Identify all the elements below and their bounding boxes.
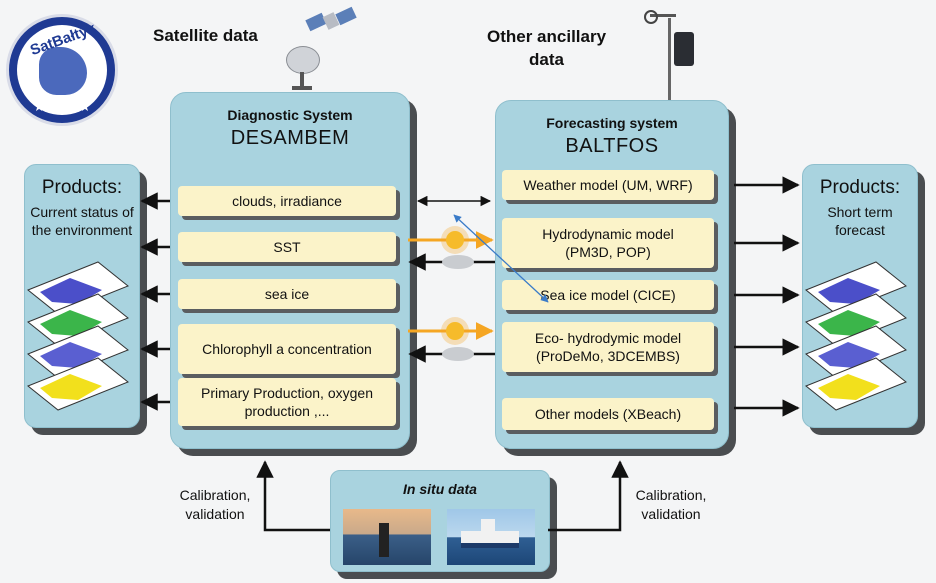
diagnostic-to-products-arrows: [140, 192, 170, 411]
diagnostic-system-title: Diagnostic System: [227, 107, 353, 123]
sun-icon: [441, 317, 469, 345]
logo-stars: ★ ★ ★ ★: [33, 99, 91, 114]
products-current-subtitle: Current status of the environment: [30, 204, 134, 239]
products-forecast-title: Products:: [819, 177, 901, 198]
in-situ-data-panel: In situ data: [330, 470, 550, 572]
satellite-data-label: Satellite data: [153, 26, 258, 45]
products-forecast-subtitle: Short term forecast: [827, 204, 893, 239]
satellite-dish-icon: [284, 46, 324, 92]
research-vessel-photo: [447, 509, 535, 565]
diagnostic-system-name: DESAMBEM: [230, 127, 350, 149]
calibration-validation-left: Calibration, validation: [179, 487, 251, 522]
in-situ-data-title: In situ data: [403, 481, 477, 497]
weather-station-icon: [632, 10, 702, 100]
forecasting-to-products-arrows: [734, 176, 800, 417]
item-other-models: Other models (XBeach): [502, 398, 714, 430]
product-maps-forecast: [805, 261, 907, 411]
seaice-cross-double-arrow: [453, 214, 549, 303]
item-weather-model: Weather model (UM, WRF): [502, 170, 714, 200]
item-eco-hydrodynamic-model: Eco- hydrodymic model (ProDeMo, 3DCEMBS): [502, 322, 714, 372]
item-clouds-irradiance: clouds, irradiance: [178, 186, 396, 216]
item-sst: SST: [178, 232, 396, 262]
item-sea-ice: sea ice: [178, 279, 396, 309]
baltic-sea-icon: [39, 47, 87, 95]
in-situ-feedback-arrows: [256, 460, 629, 532]
products-current-title: Products:: [41, 177, 123, 198]
sun-icon: [441, 226, 469, 254]
product-maps-current: [27, 261, 129, 411]
forecasting-system-title: Forecasting system: [546, 115, 678, 131]
ancillary-data-label: Other ancillary data: [487, 27, 607, 69]
item-primary-production: Primary Production, oxygen production ,.…: [178, 378, 396, 426]
calibration-validation-right: Calibration, validation: [635, 487, 707, 522]
cloud-icon: [442, 347, 474, 361]
item-chlorophyll: Chlorophyll a concentration: [178, 324, 396, 374]
buoy-photo: [343, 509, 431, 565]
cloud-icon: [442, 255, 474, 269]
satbaltyk-logo: SatBałtyk ★ ★ ★ ★: [6, 14, 118, 126]
forecasting-system-name: BALTFOS: [565, 135, 659, 157]
